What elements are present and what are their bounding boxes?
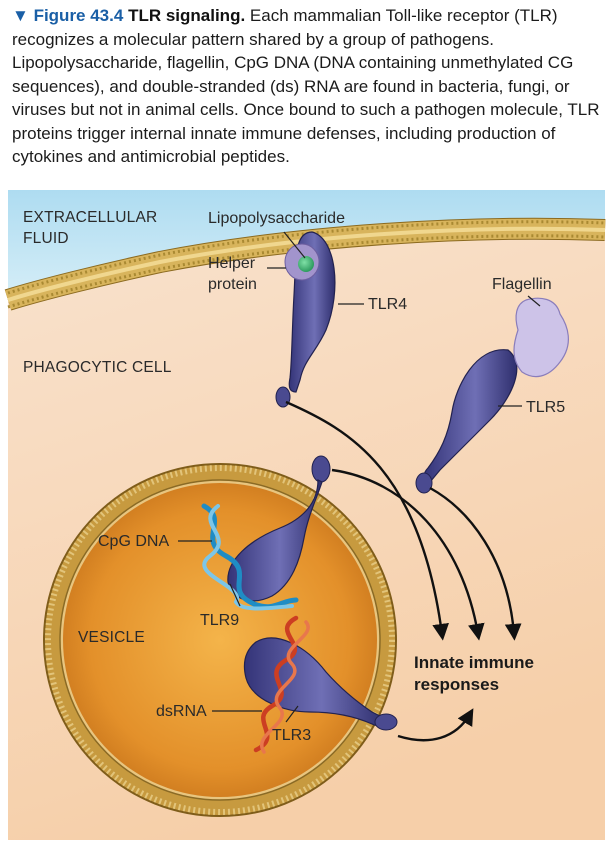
dsrna-label: dsRNA xyxy=(156,703,207,720)
innate-immune-label-line2: responses xyxy=(414,675,499,694)
extracellular-region xyxy=(8,190,605,300)
vesicle-label: VESICLE xyxy=(78,629,145,646)
helper-protein-label-line2: protein xyxy=(208,276,257,293)
extracellular-label-line1: EXTRACELLULAR xyxy=(23,209,157,226)
tlr5-label: TLR5 xyxy=(526,399,565,416)
tlr5-receptor xyxy=(415,349,518,494)
leader-tlr3 xyxy=(285,705,299,723)
triangle-marker-icon: ▼ xyxy=(12,6,29,25)
tlr9-label: TLR9 xyxy=(200,612,239,629)
plasma-membrane-outer-beads xyxy=(7,220,606,295)
extracellular-label-line2: FLUID xyxy=(23,230,69,247)
vesicle-lumen xyxy=(63,483,377,797)
tlr4-label: TLR4 xyxy=(368,296,407,313)
caption-text: Each mammalian Toll-like receptor (TLR) … xyxy=(12,6,600,166)
arrow-tlr5-to-responses xyxy=(429,486,522,641)
tlr3-receptor xyxy=(243,637,398,731)
arrow-tlr4-to-responses xyxy=(285,400,449,641)
flagellin-label: Flagellin xyxy=(492,276,552,293)
cpg-dna-helix xyxy=(201,503,299,611)
figure-title: TLR signaling. xyxy=(128,6,246,25)
phagocytic-cell-label: PHAGOCYTIC CELL xyxy=(23,359,172,376)
plasma-membrane-inner-beads xyxy=(7,234,606,309)
leader-tlr9 xyxy=(229,583,241,607)
lipopolysaccharide-label: Lipopolysaccharide xyxy=(208,210,345,227)
helper-protein-label-line1: Helper xyxy=(208,255,256,272)
arrow-tlr9-to-responses xyxy=(331,468,485,641)
vesicle-membrane-beads xyxy=(45,465,395,815)
leader-lipopolysaccharide xyxy=(283,231,306,259)
figure-caption: ▼ Figure 43.4 TLR signaling. Each mammal… xyxy=(12,4,604,169)
plasma-membrane-core xyxy=(7,226,606,302)
leader-flagellin xyxy=(527,295,541,307)
lipopolysaccharide-molecule xyxy=(298,256,314,272)
figure-number: Figure 43.4 xyxy=(33,6,124,25)
dsrna-helix xyxy=(253,615,310,754)
arrow-tlr3-to-responses xyxy=(397,708,474,742)
flagellin-molecule xyxy=(513,297,569,378)
cpg-dna-label: CpG DNA xyxy=(98,533,169,550)
tlr3-label: TLR3 xyxy=(272,727,311,744)
innate-immune-label-line1: Innate immune xyxy=(414,653,534,672)
